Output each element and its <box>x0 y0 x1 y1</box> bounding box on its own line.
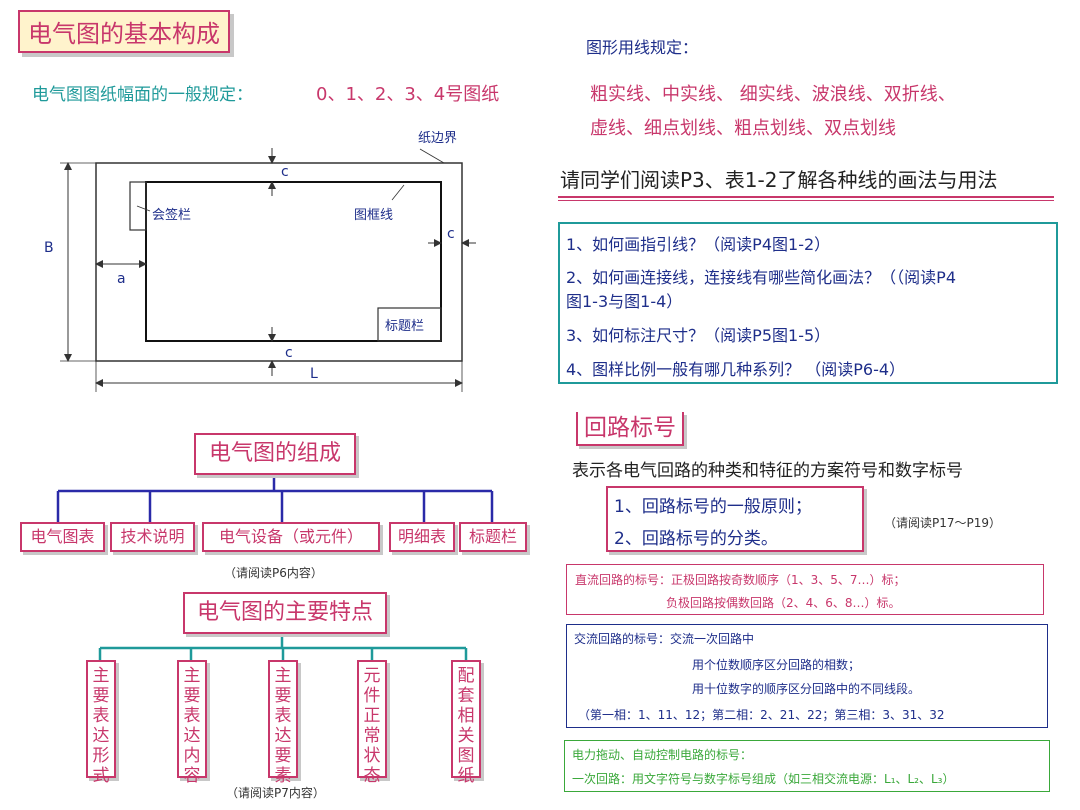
title-block-rect <box>377 307 442 342</box>
countersign-label: 会签栏 <box>152 207 191 223</box>
composition-title: 电气图的组成 <box>194 433 356 475</box>
composition-item: 明细表 <box>389 522 455 552</box>
composition-item: 电气设备（或元件） <box>202 522 380 552</box>
power-circuit-box <box>564 740 1050 792</box>
dim-c-right-label: c <box>447 226 455 242</box>
line-types-row-2: 虚线、细点划线、粗点划线、双点划线 <box>590 118 896 139</box>
section-title-basic: 电气图的基本构成 <box>18 10 230 53</box>
questions-box <box>558 222 1058 384</box>
circuit-subtitle: 表示各电气回路的种类和特征的方案符号和数字标号 <box>572 461 963 481</box>
dim-a-label: a <box>117 271 126 287</box>
paper-rule-label: 电气图图纸幅面的一般规定： <box>32 85 253 105</box>
feature-item: 主要表达形式 <box>86 660 116 786</box>
composition-item: 电气图表 <box>20 522 105 552</box>
dc-line-2: 负极回路按偶数回路（2、4、6、8…）标。 <box>666 596 901 610</box>
read-prompt-underline <box>558 196 1054 198</box>
composition-note: （请阅读P6内容） <box>224 566 323 580</box>
read-prompt-underline-2 <box>558 200 1054 201</box>
ac-circuit-box <box>566 624 1048 728</box>
question-item: 1、如何画指引线？（阅读P4图1-2） <box>566 235 831 254</box>
composition-item: 标题栏 <box>459 522 527 552</box>
dim-c-top-label: c <box>281 164 289 180</box>
feature-item: 主要表达内容 <box>177 660 207 786</box>
feature-item: 配套相关图纸 <box>451 660 481 786</box>
feature-item: 主要表达要素 <box>268 660 298 786</box>
title-block-label: 标题栏 <box>385 319 424 334</box>
features-title: 电气图的主要特点 <box>183 592 387 634</box>
ac-line-2: 用个位数顺序区分回路的相数； <box>692 658 861 672</box>
question-item: 图1-3与图1-4） <box>566 292 683 311</box>
line-types-row-1: 粗实线、中实线、 细实线、波浪线、双折线、 <box>590 84 956 105</box>
question-item: 3、如何标注尺寸？（阅读P5图1-5） <box>566 326 831 345</box>
circuit-title: 回路标号 <box>576 412 684 446</box>
circuit-item: 1、回路标号的一般原则； <box>614 497 812 517</box>
power-line-2: 一次回路：用文字符号与数字标号组成（如三相交流电源：L₁、L₂、L₃） <box>572 772 955 786</box>
dim-l-label: L <box>310 366 318 382</box>
frame-line-label: 图框线 <box>354 208 393 223</box>
dim-c-bottom-label: c <box>285 345 293 361</box>
dc-circuit-box <box>566 564 1044 615</box>
circuit-items-box <box>606 486 864 552</box>
ac-line-3: 用十位数字的顺序区分回路中的不同线段。 <box>692 682 921 696</box>
paper-rule-values: 0、1、2、3、4号图纸 <box>316 84 500 105</box>
question-item: 4、图样比例一般有哪几种系列？ （阅读P6-4） <box>566 360 906 379</box>
dc-line-1: 直流回路的标号：正极回路按奇数顺序（1、3、5、7…）标； <box>575 573 906 587</box>
composition-item: 技术说明 <box>110 522 195 552</box>
ac-line-4: （第一相：1、11、12；第二相：2、21、22；第三相：3、31、32 <box>578 708 945 722</box>
features-note: （请阅读P7内容） <box>226 786 325 800</box>
paper-edge-label: 纸边界 <box>418 131 457 146</box>
ac-line-1: 交流回路的标号：交流一次回路中 <box>574 632 755 646</box>
circuit-item: 2、回路标号的分类。 <box>614 529 778 549</box>
read-prompt: 请同学们阅读P3、表1-2了解各种线的画法与用法 <box>560 168 998 192</box>
circuit-note: （请阅读P17～P19） <box>884 516 1002 530</box>
countersign-rect <box>129 181 147 231</box>
feature-item: 元件正常状态 <box>357 660 387 786</box>
paper-frame-drawing: B a c c c L 会签栏 图框线 纸边界 标题栏 <box>44 131 476 392</box>
question-item: 2、如何画连接线，连接线有哪些简化画法？（（阅读P4 <box>566 268 957 287</box>
composition-tree-lines <box>56 474 494 660</box>
line-rule-title: 图形用线规定： <box>586 38 699 57</box>
dim-b-label: B <box>44 240 54 256</box>
power-line-1: 电力拖动、自动控制电路的标号： <box>572 748 753 762</box>
